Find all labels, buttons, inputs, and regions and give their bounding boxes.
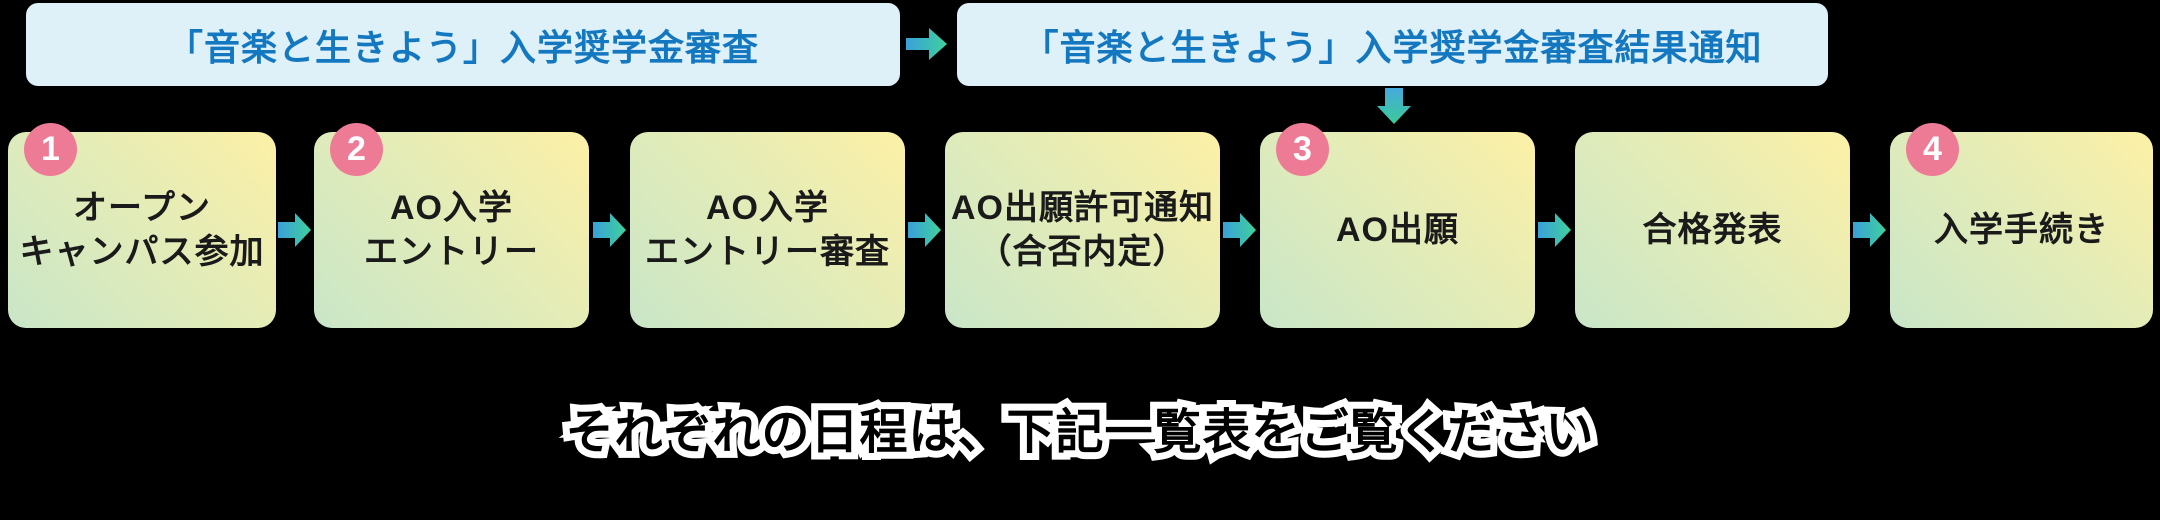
step-ao-entry: 2 AO入学 エントリー bbox=[314, 123, 589, 328]
step-label: 合格発表 bbox=[1642, 211, 1783, 249]
arrow-right-icon bbox=[906, 26, 948, 62]
header-box-label: 「音楽と生きよう」入学奨学金審査 bbox=[166, 26, 759, 68]
step-number-badge: 2 bbox=[330, 123, 383, 176]
step-ao-permission-notice: AO出願許可通知 （合否内定） bbox=[945, 132, 1220, 328]
arrow-right-icon bbox=[1223, 211, 1257, 249]
caption-text: それぞれの日程は、下記一覧表をご覧ください bbox=[565, 406, 1595, 459]
step-label: オープン キャンパス参加 bbox=[19, 189, 265, 271]
step-ao-application: 3 AO出願 bbox=[1260, 123, 1535, 328]
step-label: AO出願許可通知 （合否内定） bbox=[951, 189, 1214, 271]
caption: それぞれの日程は、下記一覧表をご覧ください それぞれの日程は、下記一覧表をご覧く… bbox=[0, 392, 2160, 466]
arrow-right-icon bbox=[593, 211, 627, 249]
header-box-scholarship-result: 「音楽と生きよう」入学奨学金審査結果通知 bbox=[957, 3, 1828, 86]
step-label: 入学手続き bbox=[1934, 211, 2109, 249]
step-number-badge: 1 bbox=[24, 123, 77, 176]
caption-outline: それぞれの日程は、下記一覧表をご覧ください bbox=[558, 399, 1600, 466]
arrow-right-icon bbox=[278, 211, 312, 249]
step-pass-announcement: 合格発表 bbox=[1575, 132, 1850, 328]
step-label: AO入学 エントリー審査 bbox=[645, 189, 890, 271]
step-label: AO入学 エントリー bbox=[364, 189, 539, 271]
step-label: AO出願 bbox=[1336, 211, 1459, 249]
arrow-right-icon bbox=[908, 211, 942, 249]
header-box-scholarship-review: 「音楽と生きよう」入学奨学金審査 bbox=[26, 3, 900, 86]
step-number-badge: 3 bbox=[1276, 123, 1329, 176]
step-enrollment-procedure: 4 入学手続き bbox=[1890, 123, 2153, 328]
arrow-right-icon bbox=[1853, 211, 1887, 249]
header-box-label: 「音楽と生きよう」入学奨学金審査結果通知 bbox=[1022, 26, 1763, 68]
arrow-right-icon bbox=[1538, 211, 1572, 249]
arrow-down-icon bbox=[1375, 88, 1413, 125]
step-ao-entry-review: AO入学 エントリー審査 bbox=[630, 132, 905, 328]
step-number-badge: 4 bbox=[1906, 123, 1959, 176]
step-open-campus: 1 オープン キャンパス参加 bbox=[8, 123, 276, 328]
